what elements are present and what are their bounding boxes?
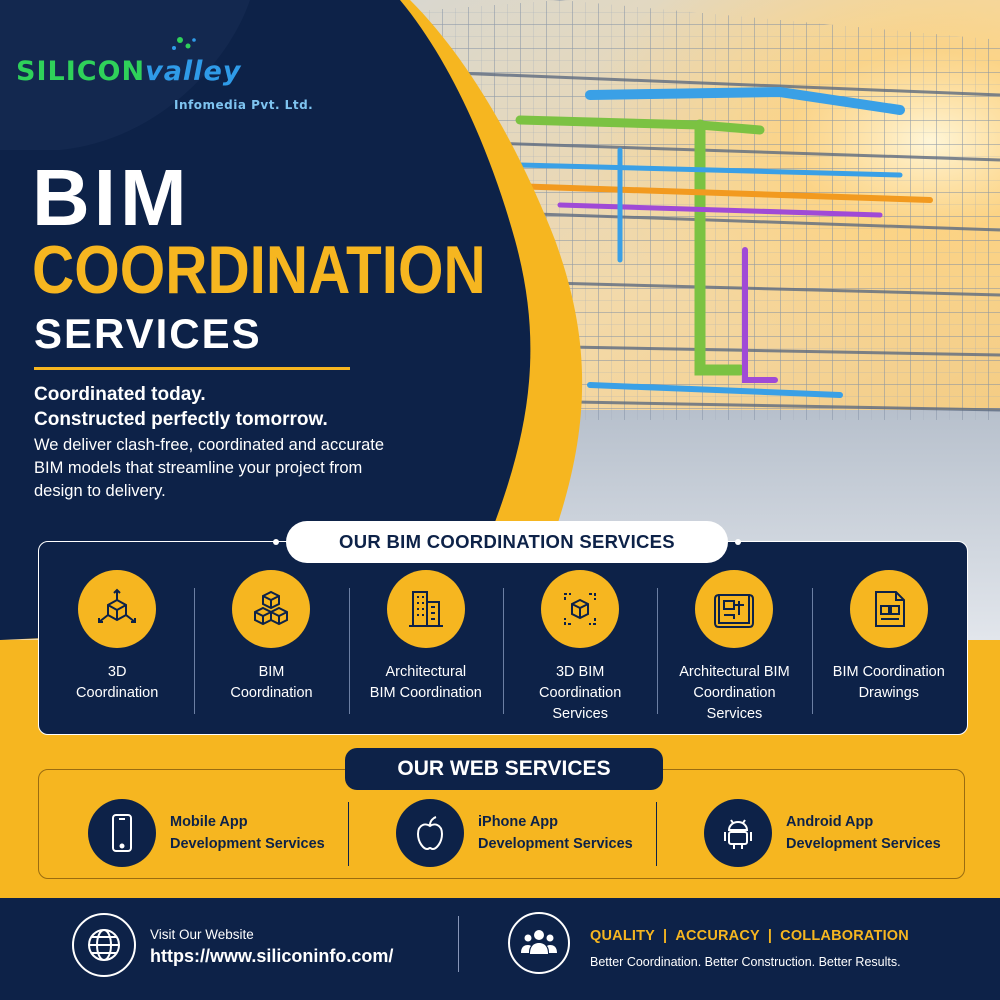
service-label: 3D Coordination [76,664,159,701]
blueprint-icon [695,570,774,648]
hero-description: We deliver clash-free, coordinated and a… [34,436,385,500]
cube-axes-icon [78,570,157,648]
service-android-app[interactable]: Android App Development Services [656,790,964,876]
value-quality: QUALITY [590,928,656,944]
android-icon [704,799,772,867]
service-label: Mobile App Development Services [170,814,325,852]
bim-services-heading: OUR BIM COORDINATION SERVICES [286,521,728,563]
service-architectural-bim-services[interactable]: Architectural BIM Coordination Services [657,560,811,732]
cube-bracket-icon [541,570,620,648]
footer [0,898,1000,1000]
logo-part-silicon: SILICON [16,56,146,87]
web-services-heading: OUR WEB SERVICES [345,748,663,790]
service-label: BIM Coordination Drawings [832,664,945,701]
service-label: BIM Coordination [230,664,313,701]
title-underline [34,367,350,370]
hero-title-bim: BIM [32,153,191,242]
logo-wordmark: SILICONvalley [16,56,241,87]
pill-dot-left [273,539,279,545]
service-iphone-app[interactable]: iPhone App Development Services [348,790,656,876]
service-label: Architectural BIM Coordination [369,664,482,701]
service-3d-bim-coordination[interactable]: 3D BIM Coordination Services [502,560,657,732]
drawing-document-icon [849,570,928,648]
service-label: 3D BIM Coordination Services [539,664,622,722]
service-bim-coordination[interactable]: BIM Coordination [194,560,348,732]
website-link[interactable]: https://www.siliconinfo.com/ [150,946,394,966]
hero-title-services: SERVICES [34,310,262,357]
service-architectural-bim[interactable]: Architectural BIM Coordination [348,560,503,732]
team-icon [508,912,570,974]
hero-title-coordination: COORDINATION [32,232,486,308]
bim-services-list: 3D Coordination BIM Coordination Archite… [40,560,966,732]
logo-subtitle: Infomedia Pvt. Ltd. [174,98,314,112]
service-mobile-app[interactable]: Mobile App Development Services [40,790,348,876]
buildings-icon [386,570,465,648]
value-accuracy: ACCURACY [675,928,760,944]
value-collaboration: COLLABORATION [780,928,909,944]
logo-part-valley: valley [145,56,242,87]
hero-tagline-2: Constructed perfectly tomorrow. [34,409,328,430]
footer-tagline: Better Coordination. Better Construction… [590,955,901,969]
values-line: QUALITY | ACCURACY | COLLABORATION [590,928,909,944]
apple-icon [396,799,464,867]
pill-dot-right [735,539,741,545]
footer-divider [458,916,459,972]
value-separator: | [767,928,773,944]
service-label: Android App Development Services [786,814,941,852]
logo-dots-icon [172,37,196,50]
globe-icon [72,913,136,977]
hero-tagline-1: Coordinated today. [34,384,206,405]
company-logo: SILICONvalley Infomedia Pvt. Ltd. [16,36,326,120]
mobile-phone-icon [88,799,156,867]
service-bim-coordination-drawings[interactable]: BIM Coordination Drawings [811,560,966,732]
web-services-list: Mobile App Development Services iPhone A… [40,790,964,876]
service-label: Architectural BIM Coordination Services [679,664,790,722]
service-label: iPhone App Development Services [478,814,633,852]
service-3d-coordination[interactable]: 3D Coordination [40,560,194,732]
visit-website-label: Visit Our Website [150,927,254,942]
value-separator: | [663,928,668,944]
navy-curve-shape [0,0,583,640]
stacked-cubes-icon [232,570,311,648]
